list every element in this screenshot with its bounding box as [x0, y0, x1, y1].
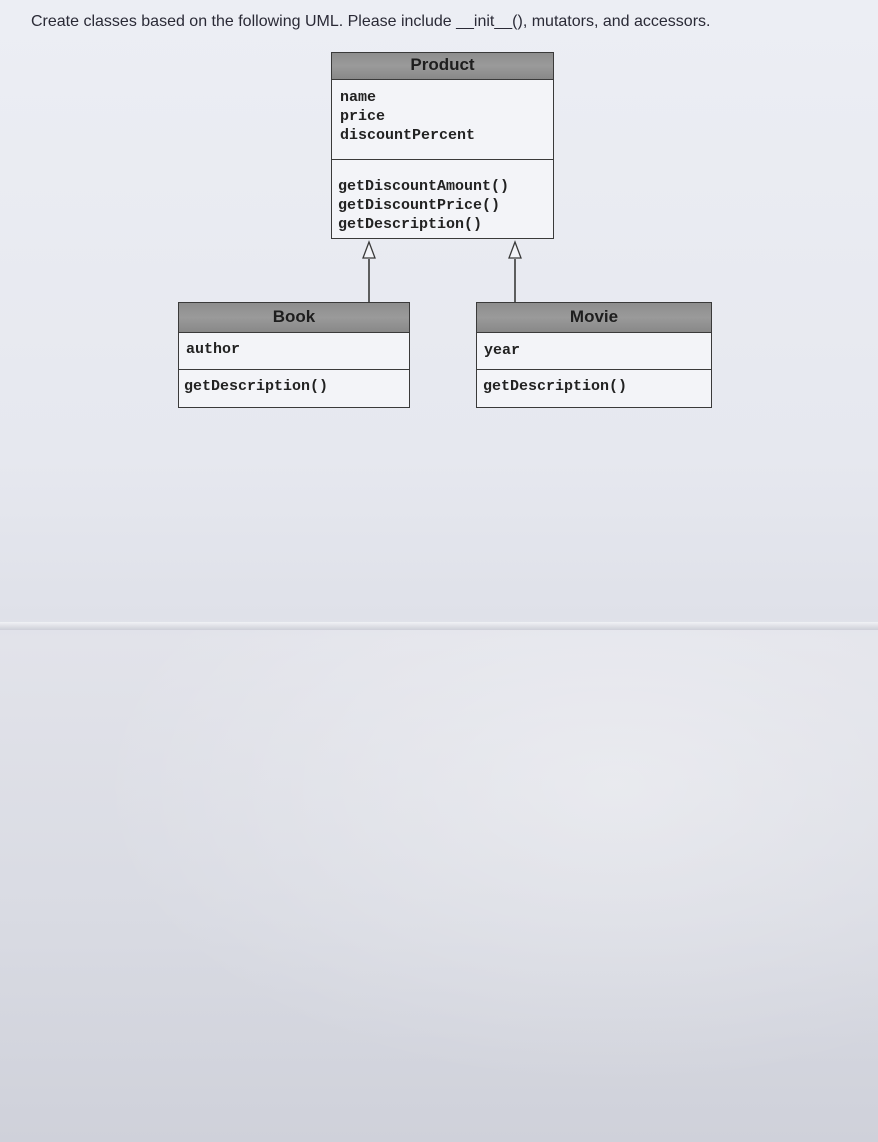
class-book-name: Book — [179, 303, 409, 333]
class-movie-attributes: year — [477, 333, 711, 370]
class-book-methods: getDescription() — [179, 370, 409, 396]
attribute-discount-percent: discountPercent — [340, 127, 476, 144]
book-inherits-product-arrow — [362, 240, 376, 302]
method-get-description: getDescription() — [483, 378, 628, 395]
attribute-price: price — [340, 108, 386, 125]
movie-inherits-product-arrow — [508, 240, 522, 302]
attribute-name: name — [340, 89, 377, 106]
method-get-description: getDescription() — [338, 216, 483, 233]
instruction-text: Create classes based on the following UM… — [31, 13, 711, 30]
class-product: Product name price discountPercent getDi… — [331, 52, 554, 239]
attribute-year: year — [484, 342, 521, 359]
method-get-discount-price: getDiscountPrice() — [338, 197, 501, 214]
class-book-attributes: author — [179, 333, 409, 370]
class-movie-name: Movie — [477, 303, 711, 333]
class-product-methods: getDiscountAmount() getDiscountPrice() g… — [332, 160, 553, 234]
class-product-name: Product — [332, 53, 553, 80]
class-movie: Movie year getDescription() — [476, 302, 712, 408]
method-get-discount-amount: getDiscountAmount() — [338, 178, 510, 195]
attribute-author: author — [186, 341, 241, 358]
paper-fold-crease — [0, 622, 878, 630]
class-product-attributes: name price discountPercent — [332, 80, 553, 160]
class-book: Book author getDescription() — [178, 302, 410, 408]
class-movie-methods: getDescription() — [477, 370, 711, 396]
method-get-description: getDescription() — [184, 378, 329, 395]
paper-shading — [0, 630, 878, 1142]
